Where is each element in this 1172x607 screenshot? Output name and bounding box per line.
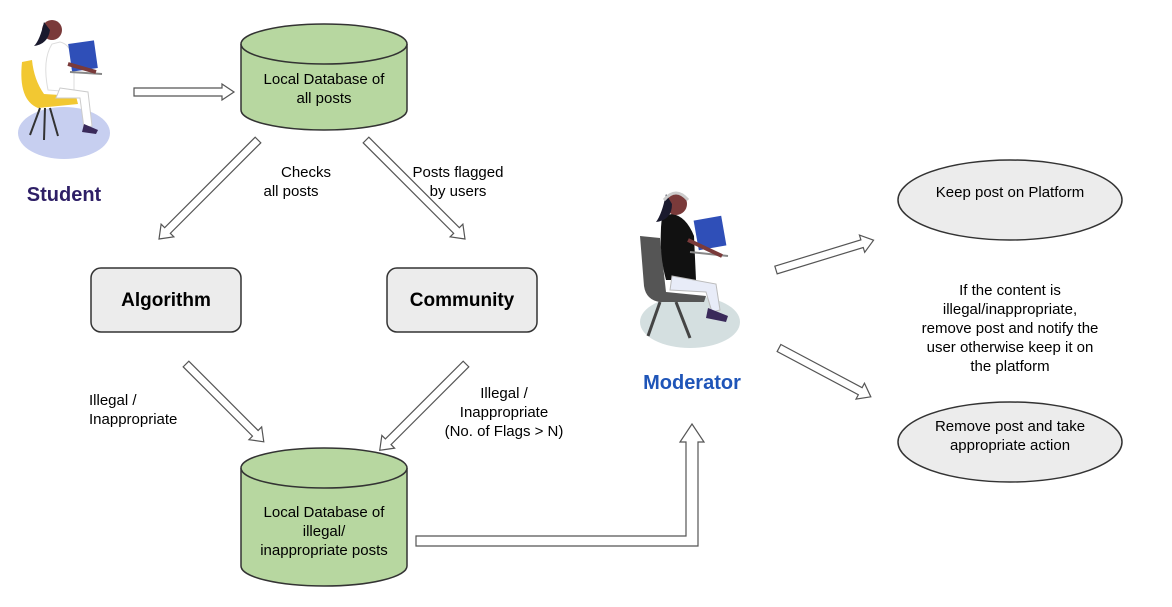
database-illegal-posts: [240, 447, 408, 587]
db-all-posts-line1: Local Database of: [263, 71, 385, 88]
edge-label-comm-out: Illegal / Inappropriate (No. of Flags > …: [424, 384, 584, 441]
note-line3: remove post and notify the: [921, 320, 1099, 337]
community-box: [386, 267, 538, 333]
comm-out-line2: Inappropriate: [459, 404, 549, 421]
db-illegal-posts-label: Local Database of illegal/ inappropriate…: [244, 503, 404, 560]
edge-label-flagged: Posts flagged by users: [398, 163, 518, 201]
checks-line1: Checks: [280, 164, 332, 181]
community-label: Community: [409, 290, 515, 311]
arrow-db2-to-moderator: [415, 422, 706, 547]
algo-out-line1: Illegal /: [89, 392, 137, 409]
algorithm-label: Algorithm: [121, 290, 211, 311]
note-line1: If the content is: [959, 282, 1061, 299]
remove-line2: appropriate action: [949, 437, 1071, 454]
db-illegal-line2: illegal/: [302, 523, 346, 540]
arrows: [133, 82, 875, 547]
note-line5: the platform: [970, 358, 1050, 375]
keep-post-ellipse: [897, 159, 1123, 241]
algo-out-line2: Inappropriate: [89, 411, 178, 428]
arrow-moderator-to-keep: [774, 234, 875, 275]
arrow-algorithm-to-db2: [182, 360, 265, 443]
db-all-posts-label: Local Database of all posts: [244, 70, 404, 108]
checks-line2: all posts: [263, 183, 319, 200]
moderator-illustration: [640, 191, 740, 348]
comm-out-line3: (No. of Flags > N): [444, 423, 564, 440]
algorithm-box: [90, 267, 242, 333]
arrow-db-to-community: [362, 136, 466, 240]
db-all-posts-line2: all posts: [296, 90, 352, 107]
student-illustration: [18, 20, 110, 159]
edge-label-checks: Checks all posts: [236, 163, 346, 201]
student-label: Student: [26, 184, 102, 206]
remove-post-ellipse: [897, 401, 1123, 483]
arrow-community-to-db2: [379, 360, 470, 451]
db-illegal-line3: inappropriate posts: [260, 542, 388, 559]
decision-note: If the content is illegal/inappropriate,…: [900, 281, 1120, 376]
edge-label-algo-out: Illegal / Inappropriate: [89, 391, 199, 429]
moderator-label: Moderator: [643, 372, 741, 394]
flagged-line1: Posts flagged: [412, 164, 504, 181]
arrow-student-to-db: [133, 82, 236, 102]
arrow-moderator-to-remove: [776, 343, 872, 400]
flagged-line2: by users: [429, 183, 487, 200]
note-line4: user otherwise keep it on: [926, 339, 1094, 356]
arrow-db-to-algorithm: [158, 136, 262, 240]
remove-post-label: Remove post and take appropriate action: [900, 417, 1120, 455]
note-line2: illegal/inappropriate,: [942, 301, 1078, 318]
keep-post-label: Keep post on Platform: [935, 184, 1085, 201]
db-illegal-line1: Local Database of: [263, 504, 385, 521]
database-all-posts: [240, 23, 408, 131]
comm-out-line1: Illegal /: [480, 385, 528, 402]
remove-line1: Remove post and take: [934, 418, 1086, 435]
